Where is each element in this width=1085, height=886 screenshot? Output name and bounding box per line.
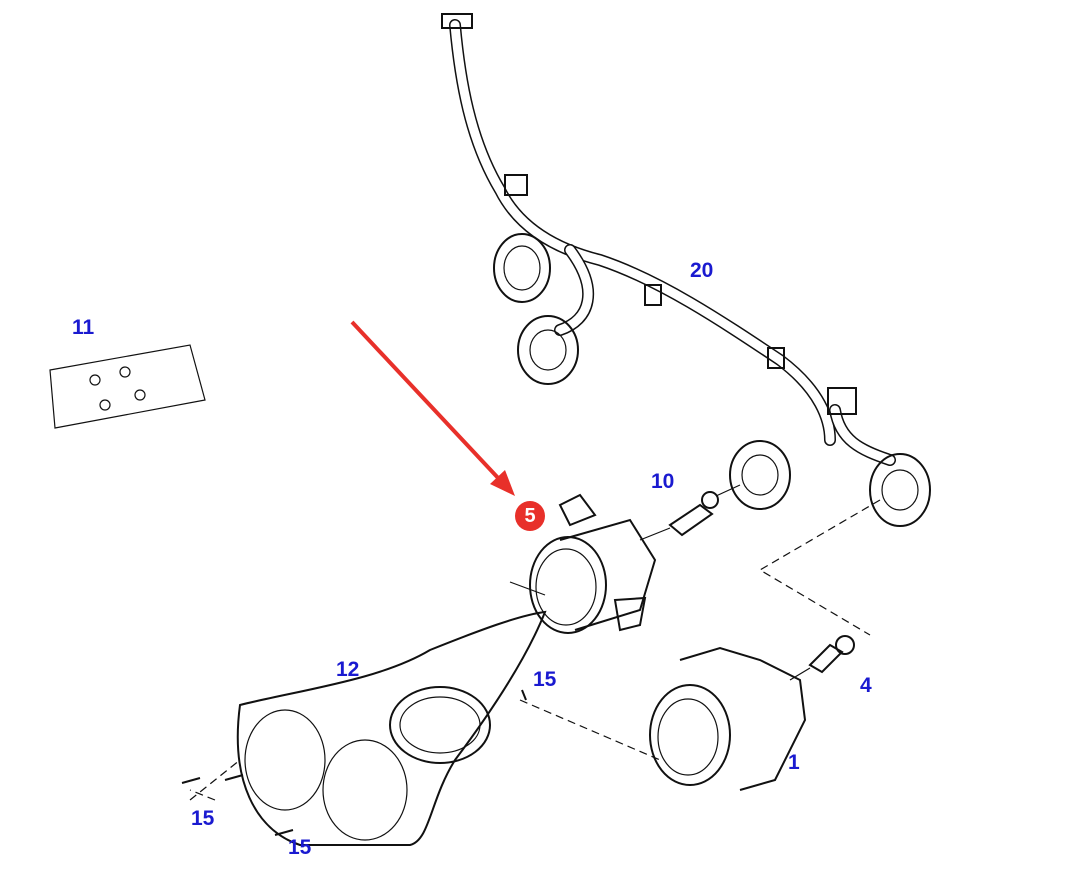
callout-15: 15 [533,668,557,691]
callout-15: 15 [288,836,312,859]
bulb-10 [639,484,741,541]
callout-10: 10 [651,470,675,493]
screws-15 [181,689,527,836]
highlight-arrow [350,320,515,496]
callout-1: 1 [788,751,800,774]
callout-20: 20 [690,259,714,282]
callout-15: 15 [191,807,215,830]
wiring-harness [441,13,896,466]
fog-lamp-assembly-5 [529,493,657,634]
callout-5-highlighted: 5 [515,501,545,531]
hardware-kit-bag [49,344,206,429]
callout-12: 12 [336,658,360,681]
leader-lines [189,499,881,801]
bulb-sockets [493,233,931,527]
fog-lamp-1 [649,646,807,791]
bulb-4 [789,635,855,681]
headlamp-bezel-12 [236,610,547,846]
callout-4: 4 [860,674,872,697]
callout-11: 11 [72,316,95,339]
